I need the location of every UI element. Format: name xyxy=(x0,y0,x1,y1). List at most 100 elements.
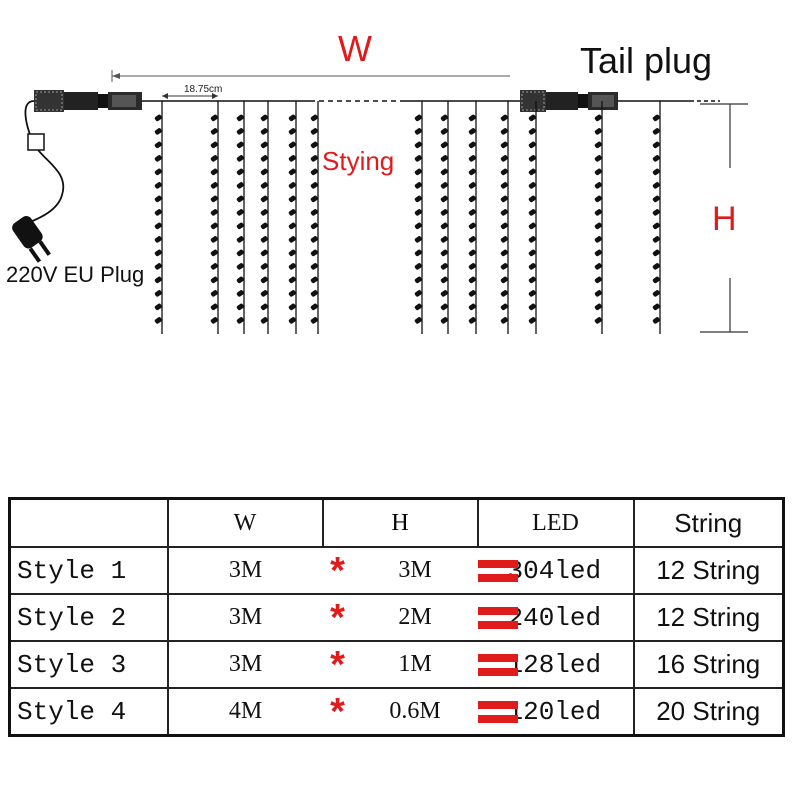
led-bulb xyxy=(154,290,162,297)
led-bulb xyxy=(236,317,244,324)
led-bulb xyxy=(652,276,660,284)
equals-sign xyxy=(477,593,518,642)
led-bulb xyxy=(652,222,660,230)
led-bulb xyxy=(236,276,244,284)
led-bulb xyxy=(500,114,508,122)
equals-sign xyxy=(477,687,518,736)
led-bulb xyxy=(154,209,162,216)
led-bulb xyxy=(468,290,476,297)
led-bulb xyxy=(210,276,218,284)
led-bulb xyxy=(154,155,162,162)
led-bulb xyxy=(154,303,162,311)
led-bulb xyxy=(528,276,536,284)
led-bulb xyxy=(288,317,296,324)
header-led: LED xyxy=(476,498,635,548)
width-dimension-line xyxy=(111,70,510,82)
led-bulb xyxy=(236,128,244,135)
led-bulb xyxy=(594,141,602,149)
led-bulb xyxy=(288,195,296,203)
led-bulb xyxy=(652,249,660,257)
led-bulb xyxy=(528,236,536,243)
led-bulb xyxy=(500,290,508,297)
led-bulb xyxy=(468,249,476,257)
led-bulb xyxy=(260,249,268,257)
led-bulb xyxy=(154,249,162,257)
led-bulb xyxy=(500,209,508,216)
led-bulb xyxy=(260,141,268,149)
width-cell: 3M xyxy=(167,593,323,642)
led-bulb xyxy=(210,263,218,270)
led-bulb xyxy=(288,209,296,216)
led-bulb xyxy=(594,222,602,230)
led-bulb xyxy=(154,128,162,135)
led-bulb xyxy=(414,182,422,189)
led-bulb xyxy=(260,168,268,176)
led-bulb xyxy=(594,236,602,243)
led-bulb xyxy=(468,114,476,122)
led-bulb xyxy=(414,141,422,149)
led-bulb xyxy=(528,249,536,257)
led-bulb xyxy=(440,303,448,311)
led-bulb xyxy=(468,182,476,189)
led-strand xyxy=(236,101,245,334)
led-bulb xyxy=(652,303,660,311)
led-bulb xyxy=(440,276,448,284)
led-bulb xyxy=(310,141,318,149)
led-bulb xyxy=(652,114,660,122)
led-bulb xyxy=(440,209,448,216)
spacing-dimension-line xyxy=(162,93,218,99)
led-bulb xyxy=(500,141,508,149)
led-strand xyxy=(652,101,661,334)
led-bulb xyxy=(652,168,660,176)
led-bulb xyxy=(652,155,660,162)
led-bulb xyxy=(500,155,508,162)
led-bulb xyxy=(468,222,476,230)
string-cell: 12 String xyxy=(633,546,784,595)
led-bulb xyxy=(210,141,218,149)
led-bulb xyxy=(652,263,660,270)
led-bulb xyxy=(594,182,602,189)
multiply-sign: * xyxy=(322,546,353,595)
led-bulb xyxy=(288,114,296,122)
led-bulb xyxy=(594,290,602,297)
led-bulb xyxy=(414,317,422,324)
led-bulb xyxy=(236,303,244,311)
led-bulb xyxy=(528,209,536,216)
height-cell: 0.6M xyxy=(352,687,478,736)
led-bulb xyxy=(594,263,602,270)
style-cell: Style 1 xyxy=(9,546,169,595)
equals-sign xyxy=(477,546,518,595)
led-bulb xyxy=(414,290,422,297)
led-bulb xyxy=(440,155,448,162)
led-bulb xyxy=(154,276,162,284)
led-strand xyxy=(414,101,423,334)
led-bulb xyxy=(594,155,602,162)
led-strand xyxy=(594,101,603,334)
equals-sign xyxy=(477,640,518,689)
header-w: W xyxy=(167,498,323,548)
led-bulb xyxy=(154,168,162,176)
led-bulb xyxy=(210,182,218,189)
led-bulb xyxy=(468,236,476,243)
led-bulb xyxy=(528,128,536,135)
led-bulb xyxy=(652,236,660,243)
led-bulb xyxy=(414,249,422,257)
led-bulb xyxy=(154,141,162,149)
style-cell: Style 3 xyxy=(9,640,169,689)
string-cell: 12 String xyxy=(633,593,784,642)
led-bulb xyxy=(414,155,422,162)
style-cell: Style 2 xyxy=(9,593,169,642)
led-bulb xyxy=(310,182,318,189)
led-strand xyxy=(468,101,477,334)
led-bulb xyxy=(528,114,536,122)
led-strand xyxy=(528,101,537,334)
led-bulb xyxy=(440,114,448,122)
led-bulb xyxy=(236,195,244,203)
led-bulb xyxy=(236,236,244,243)
spacing-label: 18.75cm xyxy=(184,84,223,95)
table-row: Style 4 4M * 0.6M 120led 20 String xyxy=(9,687,784,736)
led-bulb xyxy=(528,182,536,189)
width-label: W xyxy=(338,28,372,69)
led-bulb xyxy=(260,303,268,311)
led-bulb xyxy=(154,182,162,189)
